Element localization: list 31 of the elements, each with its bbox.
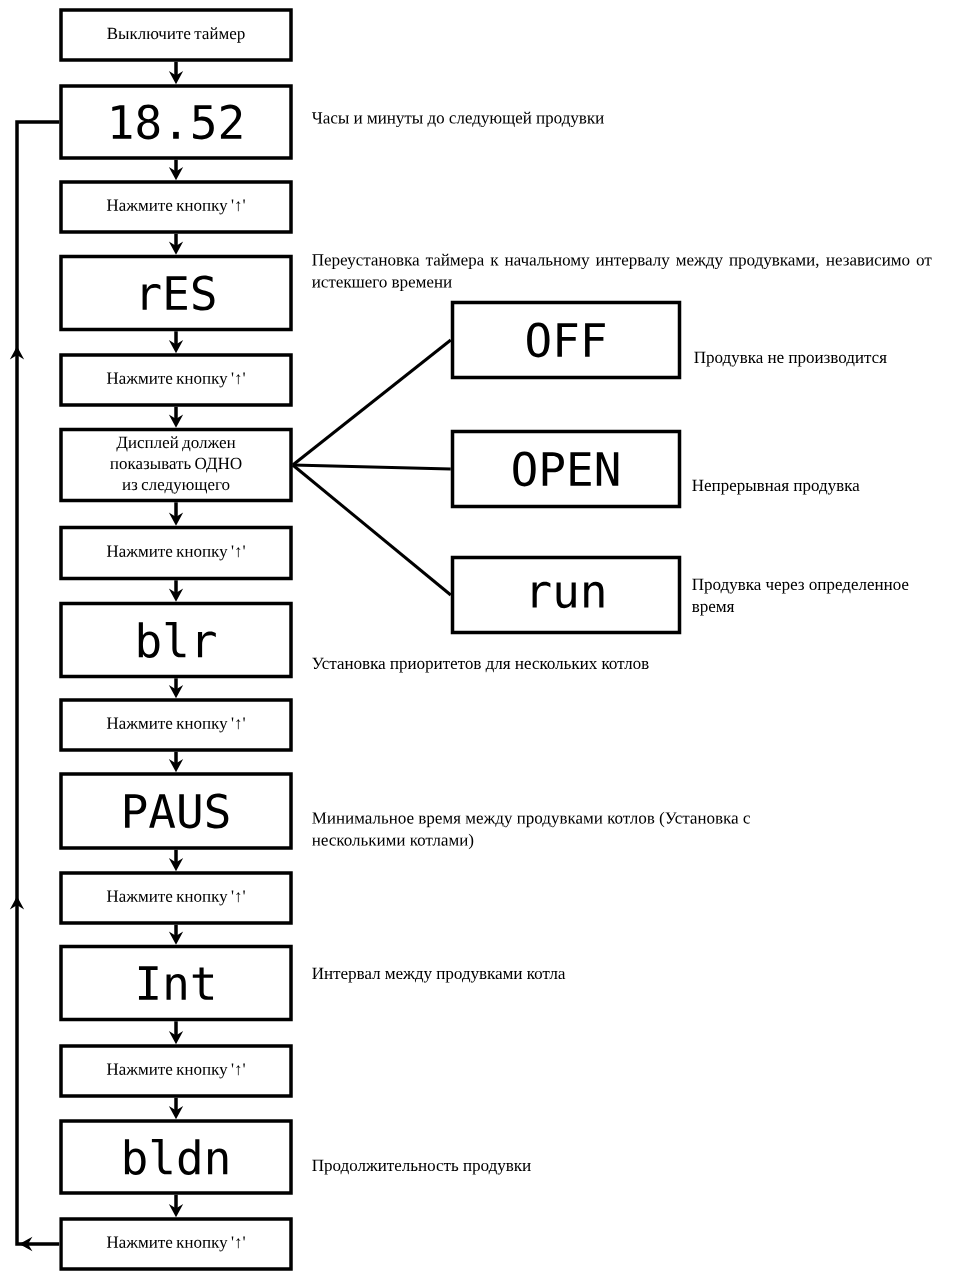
annotation-text: Продувка через определенное время — [692, 578, 909, 616]
process-box: Дисплей должен показывать ОДНО из следующего — [59, 427, 293, 503]
annotation-text: Установка приоритетов для нескольких котлов — [312, 657, 649, 673]
process-box: Выключите таймер — [59, 8, 293, 62]
display-box: blr — [59, 601, 293, 679]
connector-line — [291, 463, 452, 597]
annotation-text: Продувка не производится — [694, 351, 887, 367]
arrow — [9, 120, 60, 1252]
annotation-text: Интервал между продувками котла — [312, 967, 566, 983]
process-box: Нажмите кнопку '↑' — [59, 698, 293, 752]
process-box: Нажмите кнопку '↑' — [59, 1044, 293, 1098]
display-box: run — [450, 555, 682, 635]
display-box: rES — [59, 254, 293, 332]
process-box: Нажмите кнопку '↑' — [59, 353, 293, 407]
process-box: Нажмите кнопку '↑' — [59, 180, 293, 234]
display-box: OPEN — [450, 429, 682, 509]
display-box: 18.52 — [59, 84, 293, 160]
connector-line — [292, 463, 451, 471]
annotation-text: Переустановка таймера к начальному интервалу между продувками, независимо от истекшего времени — [312, 253, 932, 291]
process-box: Нажмите кнопку '↑' — [59, 525, 293, 581]
display-box: OFF — [450, 300, 682, 380]
annotation-text: Непрерывная продувка — [692, 479, 860, 495]
connector-line — [291, 338, 452, 467]
annotation-text: Продолжительность продувки — [312, 1159, 531, 1175]
process-box: Нажмите кнопку '↑' — [59, 871, 293, 925]
display-box: Int — [59, 944, 293, 1022]
display-box: PAUS — [59, 772, 293, 850]
annotation-text: Минимальное время между продувками котлов (Установка с несколькими котлами) — [312, 811, 750, 850]
display-box: bldn — [59, 1119, 293, 1195]
process-box: Нажмите кнопку '↑' — [59, 1217, 293, 1271]
annotation-text: Часы и минуты до следующей продувки — [311, 111, 604, 128]
